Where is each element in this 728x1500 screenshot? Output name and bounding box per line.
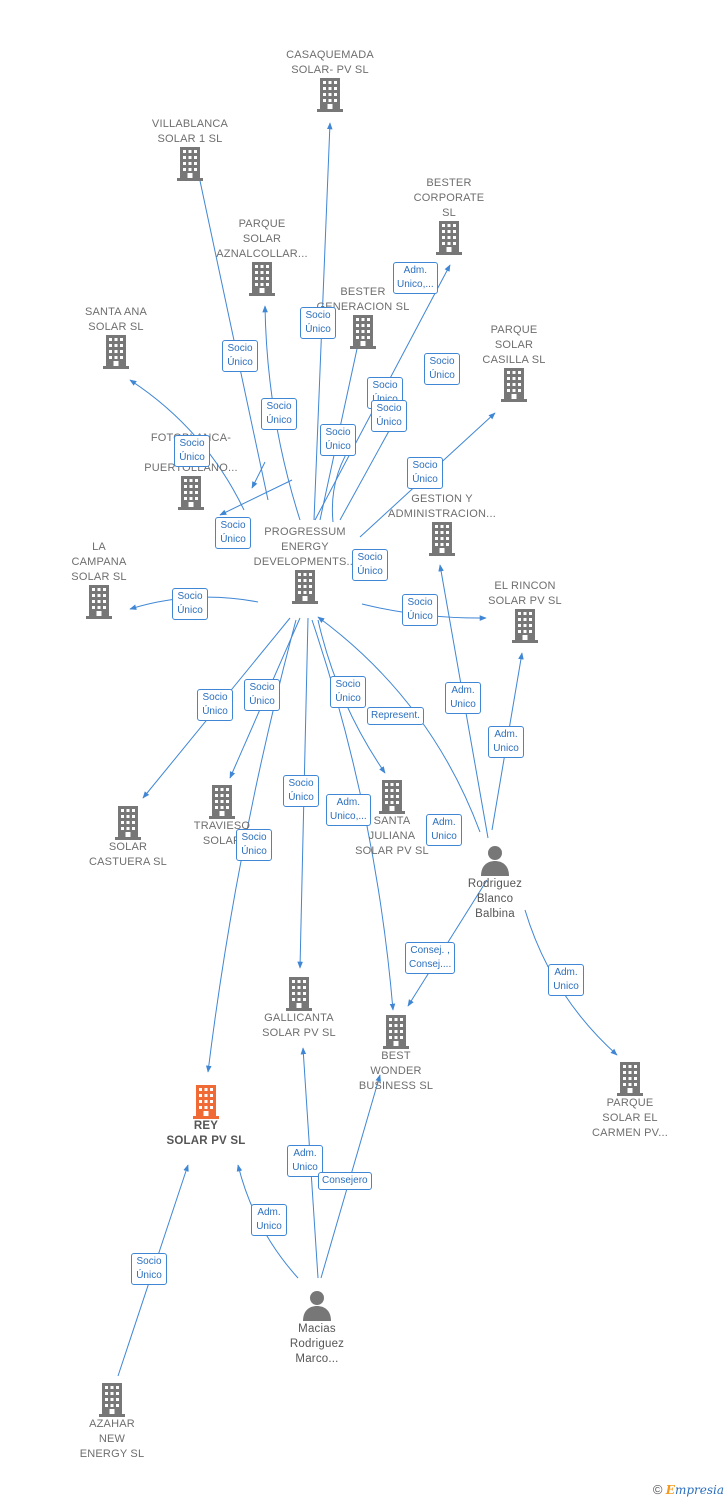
relation-tag[interactable]: Socio Único (352, 549, 388, 581)
node-label: GALLICANTA SOLAR PV SL (262, 1012, 336, 1039)
footer-brand: © Empresia (653, 1482, 724, 1497)
relation-edge (194, 161, 269, 501)
node-label: CASAQUEMADA SOLAR- PV SL (286, 49, 374, 76)
relation-tag[interactable]: Socio Único (215, 517, 251, 549)
building-icon (501, 368, 527, 402)
building-icon (178, 476, 204, 510)
node-gallicanta[interactable]: GALLICANTA SOLAR PV SL (234, 977, 364, 1041)
node-label: PARQUE SOLAR AZNALCOLLAR... (216, 218, 308, 260)
node-label: EL RINCON SOLAR PV SL (488, 580, 562, 607)
person-icon (481, 846, 509, 876)
node-gestion[interactable]: GESTION Y ADMINISTRACION... (377, 492, 507, 556)
node-label: VILLABLANCA SOLAR 1 SL (151, 118, 229, 145)
node-macias[interactable]: Macias Rodriguez Marco... (252, 1290, 382, 1367)
node-label: REY SOLAR PV SL (166, 1120, 246, 1147)
node-la-campana[interactable]: LA CAMPANA SOLAR SL (34, 540, 164, 619)
node-santa-ana[interactable]: SANTA ANA SOLAR SL (51, 305, 181, 369)
building-icon (99, 1383, 125, 1417)
node-carmen[interactable]: PARQUE SOLAR EL CARMEN PV... (565, 1062, 695, 1141)
building-icon (617, 1062, 643, 1096)
building-icon (317, 78, 343, 112)
relation-tag[interactable]: Adm. Unico (488, 726, 524, 758)
relation-tag[interactable]: Adm. Unico (426, 814, 462, 846)
relation-tag[interactable]: Consejero (318, 1172, 372, 1190)
building-icon (286, 977, 312, 1011)
node-villablanca[interactable]: VILLABLANCA SOLAR 1 SL (125, 117, 255, 181)
node-label: TRAVIESO SOLAR (193, 820, 251, 847)
relation-tag[interactable]: Adm. Unico (251, 1204, 287, 1236)
building-icon (86, 585, 112, 619)
node-label: Macias Rodriguez Marco... (289, 1323, 345, 1365)
relation-tag[interactable]: Socio Único (283, 775, 319, 807)
node-rodriguez[interactable]: Rodriguez Blanco Balbina (430, 845, 560, 922)
node-label: LA CAMPANA SOLAR SL (71, 541, 127, 583)
relation-tag[interactable]: Socio Único (222, 340, 258, 372)
relation-tag[interactable]: Adm. Unico (445, 682, 481, 714)
building-icon (429, 522, 455, 556)
node-solar-castuera[interactable]: SOLAR CASTUERA SL (63, 806, 193, 870)
relation-tag[interactable]: Socio Único (320, 424, 356, 456)
node-label: PARQUE SOLAR CASILLA SL (482, 324, 546, 366)
node-label: Rodriguez Blanco Balbina (467, 878, 523, 920)
relation-tag[interactable]: Adm. Unico,... (326, 794, 371, 826)
relation-tag[interactable]: Adm. Unico,... (393, 262, 438, 294)
node-rey[interactable]: REY SOLAR PV SL (141, 1085, 271, 1149)
relation-tag[interactable]: Represent. (367, 707, 424, 725)
relation-tag[interactable]: Socio Único (174, 435, 210, 467)
node-label: SANTA ANA SOLAR SL (84, 306, 148, 333)
node-santa-juliana[interactable]: SANTA JULIANA SOLAR PV SL (327, 780, 457, 859)
building-icon (115, 806, 141, 840)
relation-tag[interactable]: Socio Único (330, 676, 366, 708)
node-label: SOLAR CASTUERA SL (88, 841, 167, 868)
relation-edge (219, 479, 293, 516)
building-icon (103, 335, 129, 369)
building-icon-highlighted (193, 1085, 219, 1119)
node-label: SANTA JULIANA SOLAR PV SL (355, 815, 429, 857)
relation-tag[interactable]: Socio Único (424, 353, 460, 385)
building-icon (436, 221, 462, 255)
relation-tag[interactable]: Socio Único (197, 689, 233, 721)
node-label: PROGRESSUM ENERGY DEVELOPMENTS... (253, 526, 357, 568)
relation-tag[interactable]: Socio Único (236, 829, 272, 861)
building-icon (249, 262, 275, 296)
node-label: BEST WONDER BUSINESS SL (358, 1050, 434, 1092)
node-el-rincon[interactable]: EL RINCON SOLAR PV SL (460, 579, 590, 643)
relation-tag[interactable]: Adm. Unico (548, 964, 584, 996)
relation-tag[interactable]: Socio Único (261, 398, 297, 430)
node-label: AZAHAR NEW ENERGY SL (79, 1418, 145, 1460)
relation-tag[interactable]: Adm. Unico (287, 1145, 323, 1177)
relation-tag[interactable]: Socio Único (172, 588, 208, 620)
node-label: GESTION Y ADMINISTRACION... (388, 493, 496, 520)
copyright-icon: © (652, 1482, 663, 1497)
relation-tag[interactable]: Socio Único (131, 1253, 167, 1285)
person-icon (303, 1291, 331, 1321)
brand-logo: Empresia (665, 1483, 724, 1497)
relation-tag[interactable]: Socio Único (407, 457, 443, 489)
building-icon (379, 780, 405, 814)
building-icon (209, 785, 235, 819)
building-icon (512, 609, 538, 643)
node-casaquemada[interactable]: CASAQUEMADA SOLAR- PV SL (265, 48, 395, 112)
building-icon (292, 570, 318, 604)
node-azahar[interactable]: AZAHAR NEW ENERGY SL (47, 1383, 177, 1462)
building-icon (177, 147, 203, 181)
building-icon (383, 1015, 409, 1049)
node-label: PARQUE SOLAR EL CARMEN PV... (592, 1097, 668, 1139)
node-bester-corporate[interactable]: BESTER CORPORATE SL (384, 176, 514, 255)
relation-tag[interactable]: Consej. , Consej.... (405, 942, 456, 974)
node-label: BESTER CORPORATE SL (413, 177, 485, 219)
relation-tag[interactable]: Socio Único (371, 400, 407, 432)
relation-tag[interactable]: Socio Único (300, 307, 336, 339)
relation-tag[interactable]: Socio Único (244, 679, 280, 711)
node-best-wonder[interactable]: BEST WONDER BUSINESS SL (331, 1015, 461, 1094)
node-casilla[interactable]: PARQUE SOLAR CASILLA SL (449, 323, 579, 402)
node-travieso[interactable]: TRAVIESO SOLAR (157, 785, 287, 849)
building-icon (350, 315, 376, 349)
relation-tag[interactable]: Socio Único (402, 594, 438, 626)
node-progressum[interactable]: PROGRESSUM ENERGY DEVELOPMENTS... (240, 525, 370, 604)
node-aznalcollar[interactable]: PARQUE SOLAR AZNALCOLLAR... (197, 217, 327, 296)
relation-edge (251, 461, 266, 489)
